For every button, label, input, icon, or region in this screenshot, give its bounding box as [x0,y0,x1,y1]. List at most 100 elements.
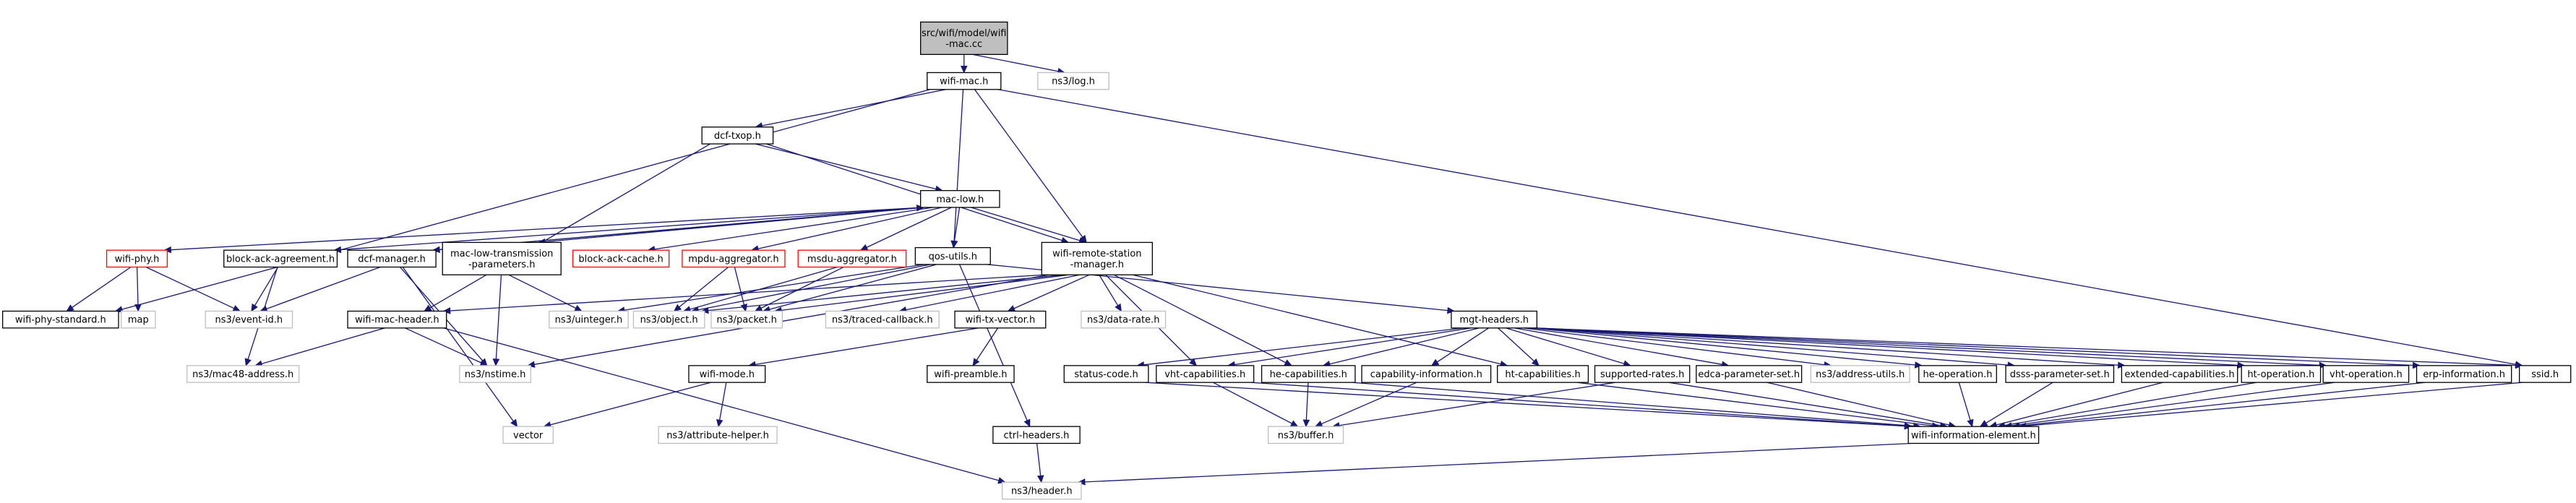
node-root[interactable]: src/wifi/model/wifi-mac.cc [919,21,1008,55]
node-label: vht-capabilities.h [1164,369,1245,380]
node-status-code[interactable]: status-code.h [1063,365,1149,383]
node-ctrl-headers[interactable]: ctrl-headers.h [992,426,1081,444]
edge-line [121,89,930,310]
edge-line [450,274,1045,311]
nodes-layer: src/wifi/model/wifi-mac.cc wifi-mac.h ns3/… [1,21,2572,500]
node-mltp[interactable]: mac-low-transmission-parameters.h [442,241,562,275]
node-wrsm[interactable]: wifi-remote-station-manager.h [1041,241,1153,275]
edge [950,207,961,249]
edge-line [145,266,235,309]
edge [755,89,946,129]
edge [898,274,1081,314]
edge-line [971,207,1081,241]
edge-arrowhead [740,304,747,312]
node-label: mgt-headers.h [1459,315,1529,326]
node-ssid[interactable]: ssid.h [2519,365,2572,383]
edge [1077,442,1912,486]
node-wps[interactable]: wifi-phy-standard.h [1,310,119,329]
edge [333,207,924,254]
node-bac[interactable]: block-ack-cache.h [572,249,670,268]
edge [404,327,489,366]
node-mgt[interactable]: mgt-headers.h [1451,310,1538,329]
node-label: ns3/data-rate.h [1087,315,1159,326]
edge-line [765,143,1062,241]
node-box [632,310,705,329]
node-ht-cap[interactable]: ht-capabilities.h [1497,365,1589,383]
node-box [459,365,531,383]
node-vht-op[interactable]: vht-operation.h [2322,365,2410,383]
node-box [1,310,119,329]
node-mpdu-agg[interactable]: mpdu-aggregator.h [682,249,786,268]
node-label: ssid.h [2531,369,2559,380]
node-packet: ns3/packet.h [710,310,783,329]
node-edca[interactable]: edca-parameter-set.h [1696,365,1803,383]
node-data-rate: ns3/data-rate.h [1081,310,1167,329]
node-label: dsss-parameter-set.h [2010,369,2110,380]
node-label: extended-capabilities.h [2124,369,2234,380]
edge-line [697,264,930,311]
edge-line [953,207,961,241]
node-box [186,365,300,383]
edge [755,143,943,193]
edge [402,267,518,428]
node-box [914,246,991,265]
node-ext-cap[interactable]: extended-capabilities.h [2121,365,2238,383]
edge-arrowhead [1979,420,1988,427]
edge-line [508,274,577,309]
node-box [1081,310,1167,329]
node-erp[interactable]: erp-information.h [2416,365,2512,383]
node-he-cap[interactable]: he-capabilities.h [1261,365,1356,383]
edge-line [762,89,946,126]
node-box [1037,72,1109,90]
node-sup-rates[interactable]: supported-rates.h [1594,365,1691,383]
node-baa[interactable]: block-ack-agreement.h [223,249,338,268]
node-wmh[interactable]: wifi-mac-header.h [347,310,447,329]
edge-line [1013,274,1090,309]
node-wtv[interactable]: wifi-tx-vector.h [954,310,1047,329]
node-label: wifi-mac.h [940,77,988,87]
edge-line [1036,443,1042,476]
edge-arrowhead [1023,418,1031,428]
edge [492,275,502,367]
node-buffer: ns3/buffer.h [1268,426,1344,444]
node-box [2005,365,2115,383]
node-ht-op[interactable]: ht-operation.h [2241,365,2322,383]
node-dcf-manager[interactable]: dcf-manager.h [347,249,437,268]
edge-line [624,264,924,311]
node-wifi-mode[interactable]: wifi-mode.h [688,365,766,383]
node-label: ns3/packet.h [716,315,777,326]
edge-line [1436,327,1490,363]
edge [1498,327,1540,366]
node-cap-info[interactable]: capability-information.h [1361,365,1492,383]
node-wifi-mac[interactable]: wifi-mac.h [927,72,1002,90]
edge-line [953,89,964,241]
node-mac-low[interactable]: mac-low.h [919,190,1000,208]
node-vht-cap[interactable]: vht-capabilities.h [1156,365,1255,383]
edge [1534,327,2327,369]
edge-line [757,207,943,249]
node-label: wifi-remote-station [1052,249,1141,259]
node-dcf-txop[interactable]: dcf-txop.h [701,126,774,145]
edge-line [1084,442,1912,483]
node-box [106,249,168,268]
edge-arrowhead [716,418,724,428]
node-box [825,310,940,329]
node-box [1696,365,1803,383]
edge [1036,443,1044,483]
node-dsss[interactable]: dsss-parameter-set.h [2005,365,2115,383]
node-wifi-phy[interactable]: wifi-phy.h [106,249,168,268]
edge-line [72,266,132,308]
node-box [1156,365,1255,383]
node-wifi-preamble[interactable]: wifi-preamble.h [927,365,1015,383]
node-msdu-agg[interactable]: msdu-aggregator.h [797,249,907,268]
node-box [1907,426,2040,444]
edge [765,143,1070,244]
node-qos-utils[interactable]: qos-utils.h [914,246,991,265]
edge-arrowhead [244,358,252,367]
node-box [502,426,554,444]
edge-arrowhead [1447,306,1456,314]
node-box [688,365,766,383]
node-wie[interactable]: wifi-information-element.h [1907,426,2040,444]
edge [972,327,999,366]
node-he-op[interactable]: he-operation.h [1918,365,1997,383]
